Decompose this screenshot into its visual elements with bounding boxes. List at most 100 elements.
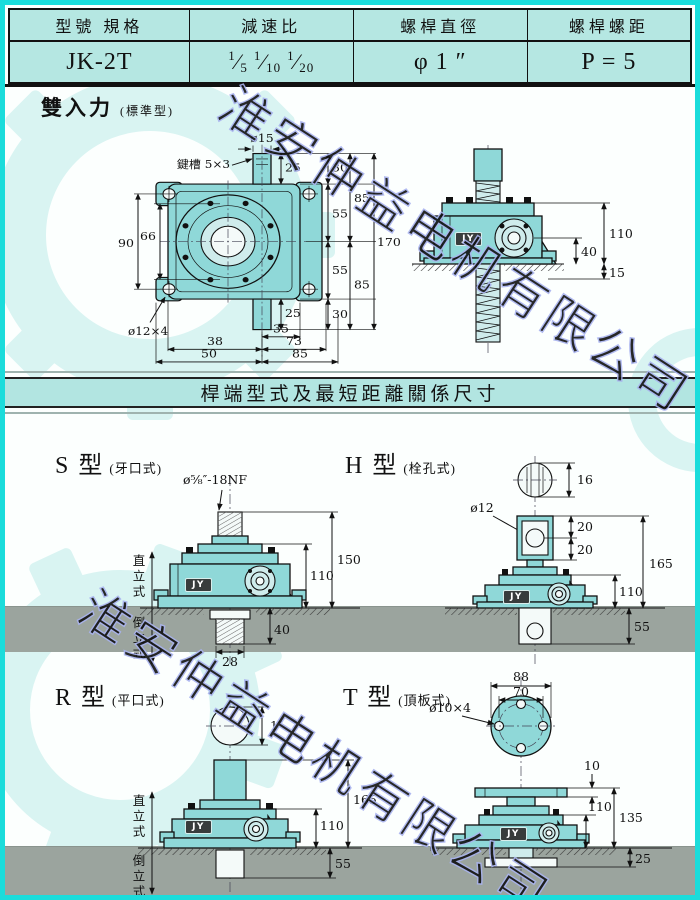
upright-label: 直立式 (131, 794, 146, 841)
ground-and-stud (138, 847, 362, 879)
thread-callout: ø⅝″-18NF (183, 472, 247, 487)
spec-header-ratio: 減速比 (188, 10, 353, 42)
ground-and-block (445, 607, 665, 645)
spec-value-diameter: φ 1 ″ (352, 42, 527, 82)
dim-25-top: 25 (285, 161, 301, 174)
inverted-label: 倒立式 (131, 854, 146, 900)
r-type-label: R 型(平口式) (55, 685, 165, 711)
spec-value-ratio: 15 110 120 (188, 42, 353, 82)
spec-value-pitch: P = 5 (526, 42, 690, 82)
dim-85-upper: 85 (354, 192, 370, 205)
jy-logo-badge: JY (503, 590, 530, 604)
spec-header-pitch: 螺桿螺距 (526, 10, 690, 42)
jy-logo-badge: JY (455, 232, 482, 246)
s-type-label: S 型(牙口式) (55, 453, 163, 479)
ratio-fraction: 110 (254, 48, 281, 76)
h-dimensions: 20 20 165 110 55 (544, 515, 673, 645)
dim-shaft-dia: ø15 (250, 131, 273, 144)
dim-110: 110 (310, 568, 334, 583)
dim-28: 28 (222, 654, 238, 669)
jy-logo-badge: JY (500, 827, 527, 841)
gearbox-front-body (155, 144, 323, 357)
plain-ram (213, 759, 247, 801)
ram-end-view (206, 706, 254, 746)
jy-logo-badge: JY (185, 578, 212, 592)
s-type-drawing: ø⅝″-18NF (131, 472, 361, 669)
dim-55-upper: 55 (332, 207, 348, 220)
top-plate-view (486, 695, 556, 757)
dim-170: 170 (377, 236, 401, 249)
dim-10: 10 (584, 758, 600, 773)
side-view-dimensions: 110 40 15 (534, 202, 633, 280)
dim-40: 40 (274, 622, 290, 637)
dim-165: 165 (353, 792, 377, 807)
banner-text: 桿端型式及最短距離關係尺寸 (200, 384, 500, 405)
dim-110: 110 (588, 799, 612, 814)
dual-input-title-text: 雙入力 (41, 96, 113, 120)
hole-dia-callout: ø12 (470, 500, 493, 515)
divider-thin (5, 371, 695, 373)
jack-body (153, 511, 307, 609)
dim-20b: 20 (577, 542, 593, 557)
dim-55: 55 (634, 619, 650, 634)
dim-85-width: 85 (292, 347, 308, 360)
dim-20a: 20 (577, 519, 593, 534)
front-view-drawing: ø15 鍵槽 5×3 25 30 55 55 30 85 85 170 (118, 131, 401, 365)
flange-hole (160, 185, 318, 298)
keyway-callout: 鍵槽 5×3 (177, 158, 230, 171)
section-banner: 桿端型式及最短距離關係尺寸 (5, 377, 695, 408)
ratio-fraction: 120 (287, 48, 314, 76)
spec-header-model: 型號 規格 (10, 10, 189, 42)
spec-header-diameter: 螺桿直徑 (352, 10, 527, 42)
t-dimensions: 10 135 110 25 (557, 758, 651, 868)
jack-body (159, 759, 301, 849)
jack-body (452, 787, 590, 849)
ground-and-stud (140, 607, 360, 645)
dim-25: 25 (635, 851, 651, 866)
dim-85-lower: 85 (354, 278, 370, 291)
dim-90: 90 (118, 237, 134, 250)
dim-135: 135 (619, 810, 643, 825)
side-view-drawing: 110 40 15 (412, 145, 633, 355)
ground-and-screw (412, 263, 564, 343)
dim-73: 73 (286, 334, 302, 347)
t-type-drawing: 88 70 ø10×4 (429, 669, 672, 894)
r-dimensions: 165 110 55 (244, 759, 377, 879)
top-plate (474, 787, 568, 798)
jy-logo-badge: JY (185, 820, 212, 834)
banner-underline (5, 412, 695, 414)
h-type-drawing: 16 ø12 (445, 456, 673, 664)
front-view-dimensions: ø15 鍵槽 5×3 25 30 55 55 30 85 85 170 (118, 131, 401, 365)
hole-callout: ø12×4 (128, 325, 168, 338)
dim-16: 16 (577, 472, 593, 487)
dim-40: 40 (581, 244, 597, 259)
jack-body (472, 515, 598, 609)
t-type-label: T 型(頂板式) (343, 685, 451, 711)
orientation-labels: 直立式 倒立式 (131, 791, 155, 900)
dim-110: 110 (609, 226, 633, 241)
dual-input-subtitle: (標準型) (120, 104, 174, 118)
dim-55-lower: 55 (332, 264, 348, 277)
orientation-labels: 直立式 倒立式 (131, 551, 155, 665)
dim-110: 110 (320, 818, 344, 833)
dim-70: 70 (513, 684, 529, 699)
dim-15: 15 (609, 265, 625, 280)
divider-thick (5, 84, 695, 87)
clevis-end-view (513, 462, 557, 498)
r-type-drawing: 1″ 165 110 55 (131, 702, 377, 900)
dim-25-bottom: 25 (285, 307, 301, 320)
dim-110: 110 (619, 584, 643, 599)
h-type-label: H 型(栓孔式) (345, 453, 457, 479)
dim-ram-dia: 1″ (270, 718, 283, 733)
dim-88: 88 (513, 669, 529, 684)
ratio-fraction: 15 (228, 48, 248, 76)
s-dimensions: 150 110 40 28 (215, 511, 361, 669)
dim-30-bottom: 30 (332, 308, 348, 321)
dim-55: 55 (335, 856, 351, 871)
spec-value-model: JK-2T (66, 48, 133, 75)
dim-30-top: 30 (332, 161, 348, 174)
upright-label: 直立式 (131, 554, 146, 601)
dual-input-title: 雙入力 (標準型) (41, 92, 174, 122)
lifting-screw-top (473, 148, 503, 182)
